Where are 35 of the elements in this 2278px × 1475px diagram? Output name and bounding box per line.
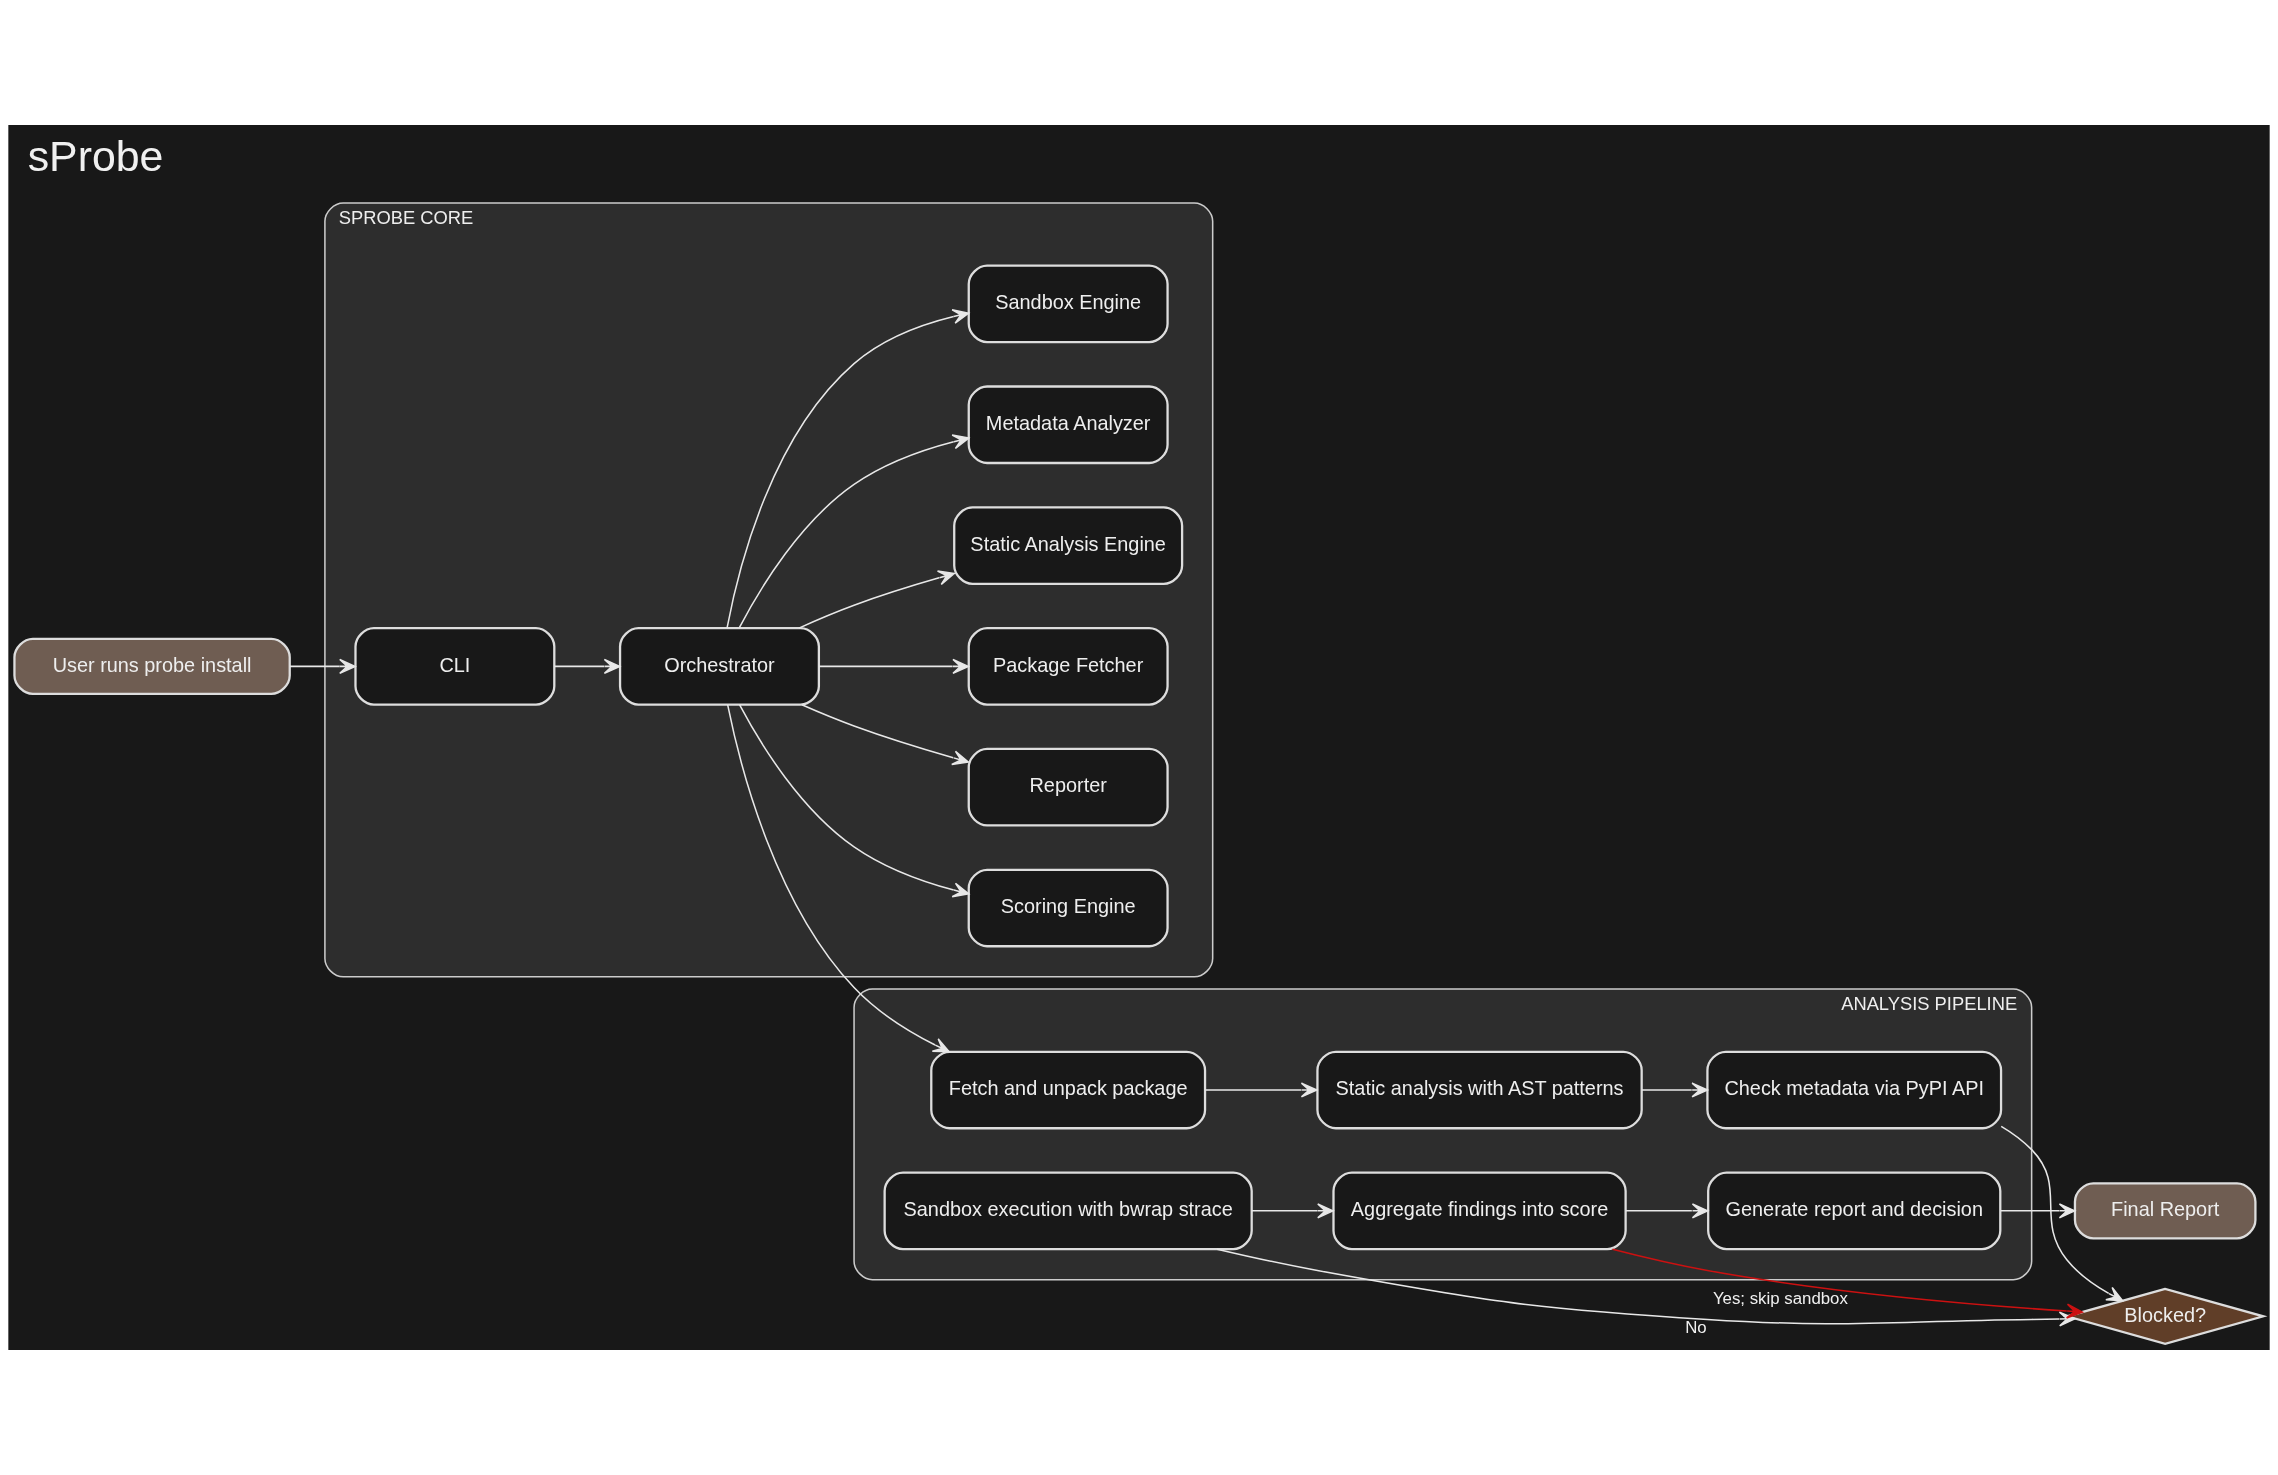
arrow (1611, 1248, 2084, 1319)
arrow (1625, 1203, 1709, 1219)
node-box: Static analysis with AST patterns (1316, 1050, 1643, 1130)
arrow (1641, 1082, 1709, 1098)
arrow (289, 658, 356, 675)
node-box: Final Report (2073, 1182, 2257, 1240)
node-box: Fetch and unpack package (930, 1050, 1207, 1130)
arrow (801, 704, 970, 766)
node-box: Metadata Analyzer (967, 385, 1169, 465)
node-box: Check metadata via PyPI API (1706, 1050, 2003, 1130)
edge-label: No (1685, 1317, 1707, 1337)
node-box: Static Analysis Engine (953, 506, 1184, 585)
node-box: Scoring Engine (967, 868, 1169, 948)
arrow (1204, 1082, 1318, 1098)
diagram-title: sProbe (27, 132, 164, 181)
node-box: User runs probe install (13, 637, 291, 696)
arrow (726, 704, 950, 1053)
arrow (818, 658, 970, 675)
node-box: Generate report and decision (1707, 1171, 2002, 1251)
arrow (798, 570, 955, 629)
arrow (738, 434, 970, 629)
node-box: Package Fetcher (967, 627, 1169, 706)
arrow (726, 309, 970, 629)
node-box: Sandbox Engine (967, 264, 1169, 344)
edge-label: Yes; skip sandbox (1712, 1289, 1848, 1309)
node-box: Orchestrator (618, 627, 821, 706)
node-box: Sandbox execution with bwrap strace (883, 1171, 1253, 1251)
arrow (2000, 1125, 2124, 1302)
arrow (1999, 1203, 2076, 1219)
arrow (553, 658, 621, 675)
arrow (1251, 1203, 1334, 1219)
arrow (738, 703, 970, 898)
node-box: CLI (354, 627, 556, 706)
node-box: Reporter (967, 747, 1169, 827)
node-box: Aggregate findings into score (1332, 1171, 1627, 1251)
